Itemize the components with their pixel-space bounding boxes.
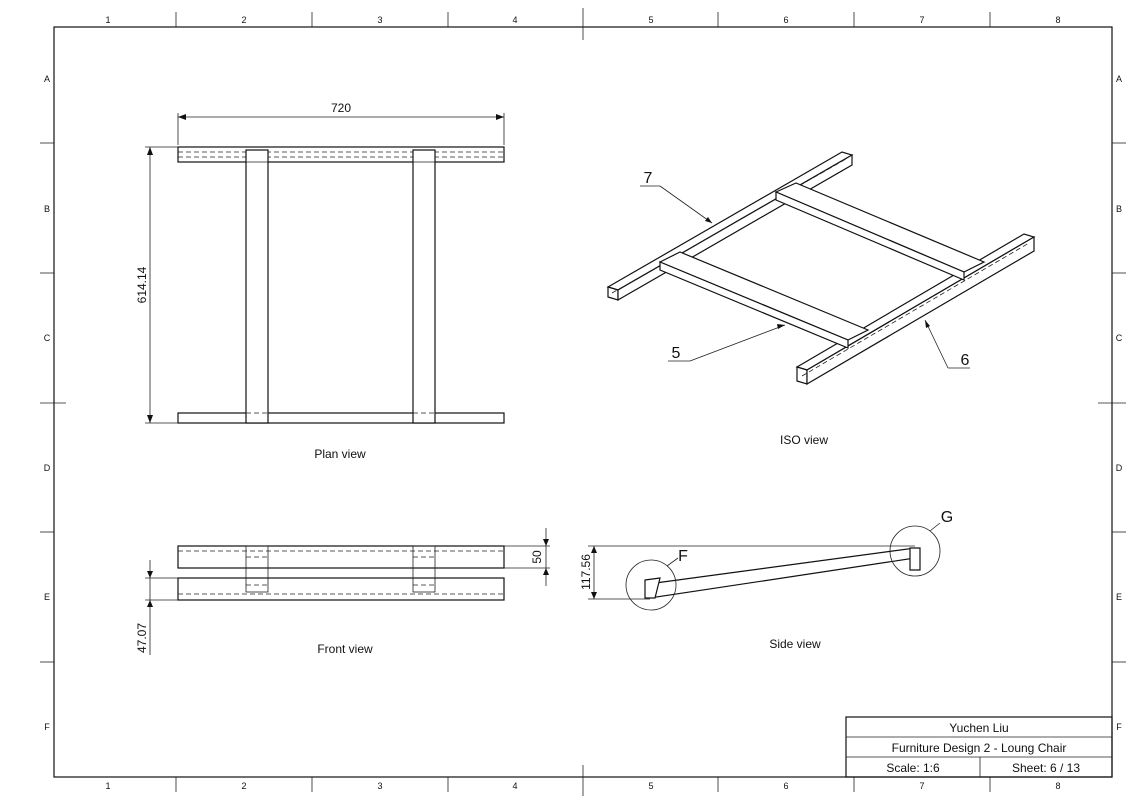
zone-col-label: 7 (919, 15, 924, 25)
zone-col-label: 8 (1055, 781, 1060, 791)
detail-circle-f (625, 559, 677, 611)
zone-col-label: 4 (512, 15, 517, 25)
zone-col-label: 4 (512, 781, 517, 791)
zone-row-label: C (1116, 333, 1123, 343)
zone-row-label: A (1116, 74, 1122, 84)
zone-col-label: 8 (1055, 15, 1060, 25)
zone-col-label: 5 (648, 15, 653, 25)
zone-row-label: D (44, 463, 51, 473)
plan-view (145, 113, 505, 424)
side-height-dimension: 117.56 (579, 554, 593, 590)
zone-col-label: 1 (105, 15, 110, 25)
iso-view-label: ISO view (780, 433, 828, 447)
zone-row-label: A (44, 74, 50, 84)
plan-height-dimension: 614.14 (135, 266, 149, 303)
zone-row-label: D (1116, 463, 1123, 473)
zone-col-label: 7 (919, 781, 924, 791)
detail-label-g: G (941, 509, 953, 526)
front-view (145, 528, 550, 655)
zone-col-label: 2 (241, 781, 246, 791)
side-view-label: Side view (769, 637, 821, 651)
front-view-label: Front view (317, 642, 373, 656)
iso-view (606, 151, 1036, 386)
zone-row-label: B (44, 204, 50, 214)
title-block (845, 716, 1113, 778)
iso-balloon-5: 5 (672, 345, 681, 362)
title-sheet: Sheet: 6 / 13 (1012, 761, 1080, 775)
detail-circle-g (889, 525, 941, 577)
zone-col-label: 6 (783, 15, 788, 25)
title-scale: Scale: 1:6 (886, 761, 940, 775)
zone-col-label: 5 (648, 781, 653, 791)
zone-col-label: 3 (377, 15, 382, 25)
plan-view-label: Plan view (314, 447, 366, 461)
zone-col-label: 6 (783, 781, 788, 791)
iso-balloon-7: 7 (644, 170, 653, 187)
zone-row-label: F (1116, 722, 1122, 732)
iso-balloon-6: 6 (961, 352, 970, 369)
zone-row-label: B (1116, 204, 1122, 214)
detail-label-f: F (678, 548, 688, 565)
title-author: Yuchen Liu (949, 721, 1008, 735)
zone-ticks (40, 8, 1126, 796)
zone-col-label: 3 (377, 781, 382, 791)
zone-row-label: E (44, 592, 50, 602)
zone-row-label: F (44, 722, 50, 732)
title-drawing-name: Furniture Design 2 - Loung Chair (892, 741, 1067, 755)
front-height-dimension: 50 (530, 550, 544, 564)
plan-width-dimension: 720 (331, 101, 351, 115)
zone-col-label: 2 (241, 15, 246, 25)
side-view (588, 522, 941, 611)
front-gap-dimension: 47.07 (135, 623, 149, 653)
drawing-frame (53, 26, 1113, 778)
zone-row-label: E (1116, 592, 1122, 602)
zone-col-label: 1 (105, 781, 110, 791)
zone-row-label: C (44, 333, 51, 343)
